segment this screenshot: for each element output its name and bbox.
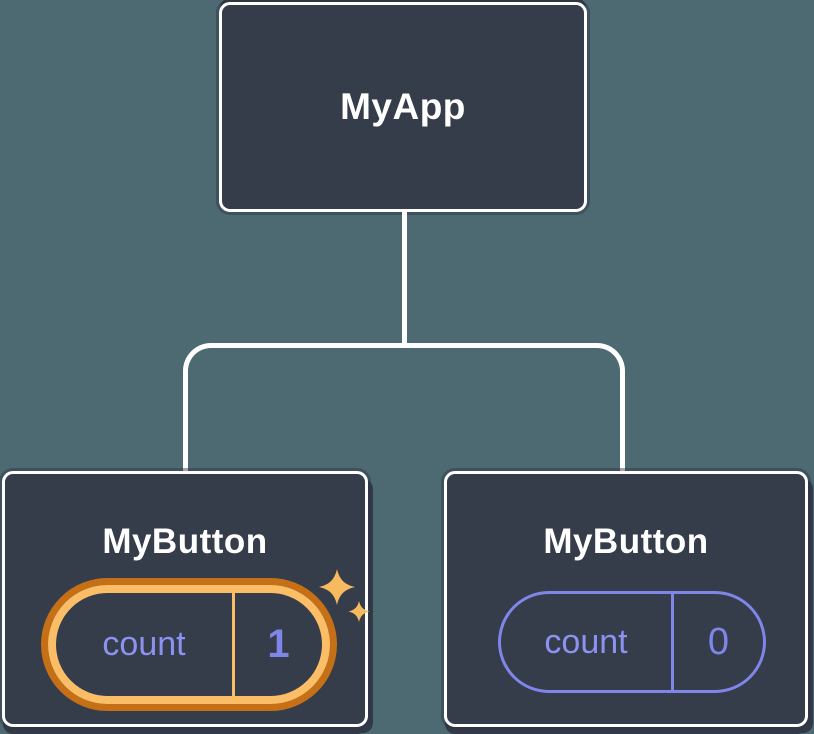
state-value: 1 (267, 622, 290, 666)
state-pill-highlighted: count 1 (41, 578, 337, 711)
connector-stem (402, 210, 407, 347)
node-myapp-label: MyApp (340, 86, 466, 127)
node-mybutton-2-label: MyButton (543, 522, 709, 561)
state-pill-divider (232, 593, 235, 696)
state-key: count (102, 625, 186, 663)
node-mybutton-1-label: MyButton (102, 522, 268, 561)
connector-branch (183, 343, 625, 473)
state-pill-highlighted-inner: count 1 (48, 585, 330, 704)
state-pill-divider (671, 594, 674, 690)
node-mybutton-highlighted: MyButton count 1 (2, 471, 370, 727)
state-key: count (544, 622, 628, 661)
state-pill-plain: count 0 (498, 591, 766, 693)
node-mybutton-plain: MyButton count 0 (444, 471, 808, 727)
state-value: 0 (707, 620, 730, 663)
node-myapp: MyApp (219, 2, 587, 212)
sparkle-icon (319, 569, 370, 622)
